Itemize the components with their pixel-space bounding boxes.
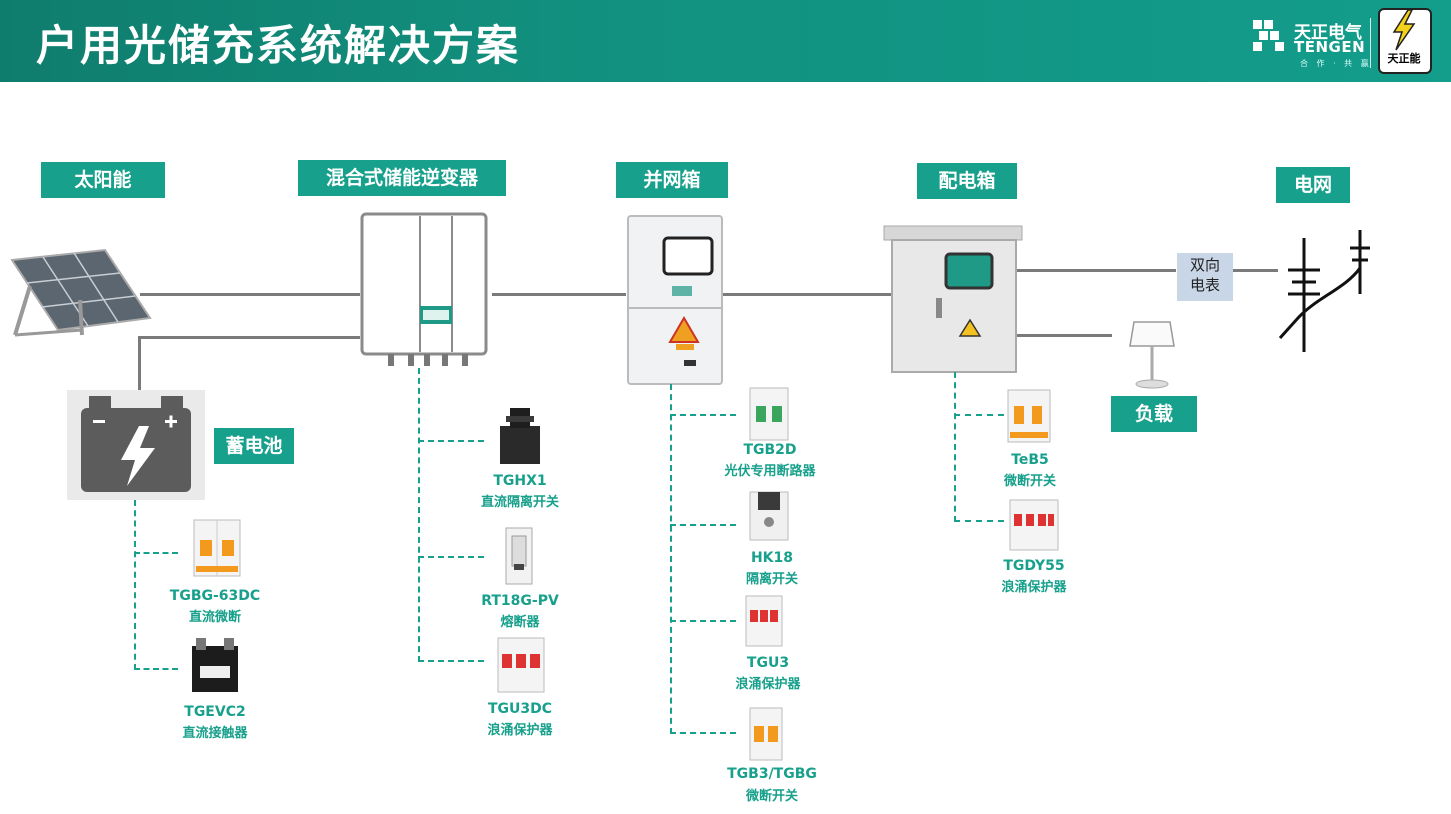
mcb-orange-icon	[749, 707, 783, 761]
product-code: HK18	[750, 550, 794, 566]
product-code: TGB3/TGBG	[727, 766, 817, 782]
grid-connection-box-icon	[627, 215, 723, 385]
branch-battery-1	[134, 552, 178, 554]
distribution-box-icon	[883, 225, 1023, 373]
mcb-orange-icon	[193, 519, 241, 577]
tag-load: 负载	[1111, 396, 1197, 432]
branch-inverter-3	[418, 660, 484, 662]
power-grid-tower-icon	[1278, 230, 1370, 352]
product-name: 浪涌保护器	[1001, 580, 1067, 595]
line-solar-inverter	[140, 293, 360, 296]
branch-inverter-2	[418, 556, 484, 558]
tag-distribution-box: 配电箱	[917, 163, 1017, 199]
branch-distribution-trunk	[954, 372, 956, 522]
page-title: 户用光储充系统解决方案	[36, 21, 521, 70]
breaker-green-icon	[749, 387, 789, 441]
product-name: 浪涌保护器	[735, 677, 801, 692]
branch-battery-trunk	[134, 500, 136, 670]
product-name: 直流接触器	[182, 726, 248, 741]
line-gridbox-distribution	[722, 293, 892, 296]
tag-battery: 蓄电池	[214, 428, 294, 464]
product-code: TGHX1	[493, 473, 547, 489]
branch-distribution-1	[954, 414, 1004, 416]
branch-gridbox-1	[670, 414, 736, 416]
tengen-logo-icon	[1253, 20, 1284, 51]
brand-slogan: 合 作 · 共 赢	[1300, 59, 1372, 68]
product-name: 光伏专用断路器	[724, 464, 816, 479]
branch-gridbox-2	[670, 524, 736, 526]
battery-icon	[67, 390, 205, 500]
tag-grid: 电网	[1276, 167, 1350, 203]
line-battery-inverter	[138, 336, 360, 339]
fuse-icon	[505, 527, 533, 585]
lightning-mascot-icon	[1392, 9, 1416, 51]
line-distribution-load	[1016, 334, 1112, 337]
mcb-orange-icon	[1007, 389, 1051, 443]
product-name: 直流隔离开关	[480, 495, 559, 510]
spd-icon	[1009, 499, 1059, 551]
product-code: RT18G-PV	[481, 593, 559, 609]
branch-gridbox-3	[670, 620, 736, 622]
mascot-label: 天正能	[1387, 52, 1421, 65]
line-battery-up	[138, 336, 141, 392]
line-meter-grid	[1232, 269, 1278, 272]
branch-gridbox-trunk	[670, 384, 672, 734]
product-name: 浪涌保护器	[487, 723, 553, 738]
brand-name-cn: 天正电气	[1294, 23, 1362, 43]
relay-icon	[192, 638, 238, 692]
product-code: TeB5	[1011, 452, 1049, 468]
product-code: TGU3DC	[487, 701, 553, 717]
tag-solar: 太阳能	[41, 162, 165, 198]
bidirectional-meter: 双向 电表	[1177, 253, 1233, 301]
spd-icon	[745, 595, 783, 647]
isolator-icon	[749, 491, 789, 541]
spd-icon	[497, 637, 545, 693]
product-code: TGBG-63DC	[169, 588, 261, 604]
brand-divider	[1370, 18, 1371, 68]
branch-battery-2	[134, 668, 178, 670]
product-code: TGEVC2	[184, 704, 246, 720]
brand-name-en: TENGEN	[1294, 38, 1366, 56]
product-name: 熔断器	[500, 615, 540, 630]
product-name: 隔离开关	[745, 572, 798, 587]
product-name: 微断开关	[745, 789, 798, 804]
product-code: TGU3	[746, 655, 790, 671]
branch-inverter-trunk	[418, 368, 420, 662]
tag-inverter: 混合式储能逆变器	[298, 160, 506, 196]
branch-inverter-1	[418, 440, 484, 442]
line-distribution-meter	[1016, 269, 1176, 272]
line-inverter-gridbox	[492, 293, 626, 296]
product-name: 直流微断	[188, 610, 241, 625]
product-code: TGB2D	[743, 442, 797, 458]
tag-grid-box: 并网箱	[616, 162, 728, 198]
rotary-switch-icon	[500, 408, 540, 464]
lamp-load-icon	[1129, 321, 1175, 389]
product-name: 微断开关	[1003, 474, 1056, 489]
branch-distribution-2	[954, 520, 1004, 522]
branch-gridbox-4	[670, 732, 736, 734]
product-code: TGDY55	[1003, 558, 1065, 574]
solar-panel-icon	[10, 248, 152, 337]
hybrid-inverter-icon	[360, 212, 488, 366]
header-bar	[0, 0, 1451, 82]
